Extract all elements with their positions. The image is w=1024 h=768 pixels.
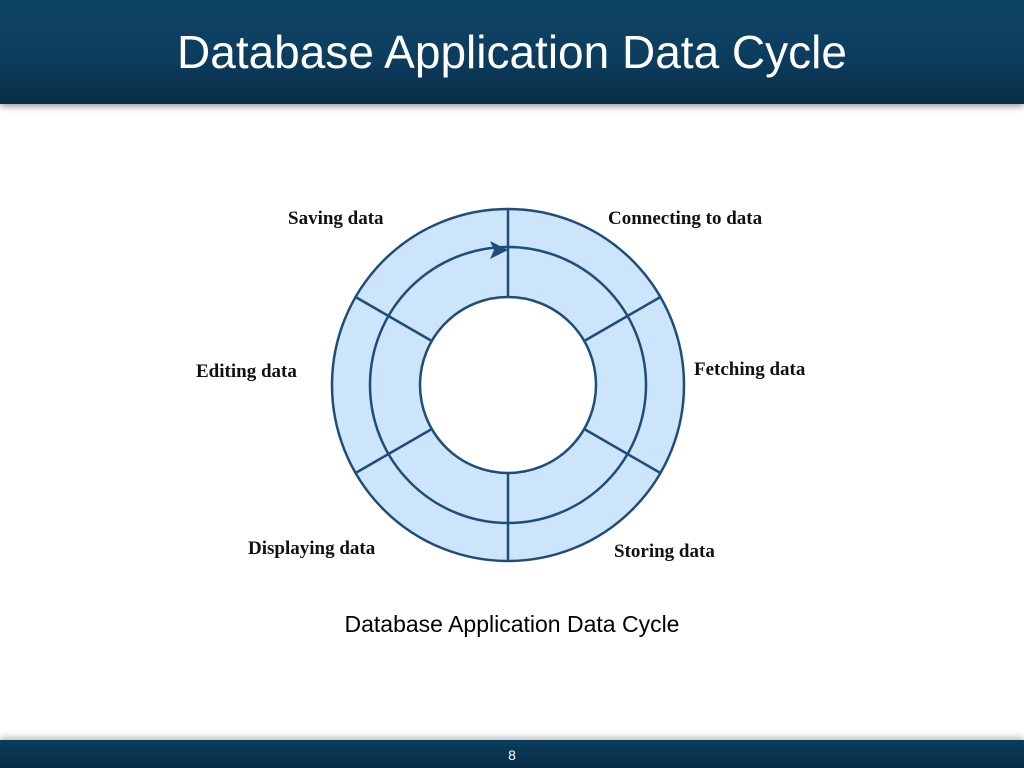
footer-bar: 8	[0, 740, 1024, 768]
data-cycle-diagram: Connecting to data Fetching data Storing…	[196, 207, 806, 563]
center-hole	[418, 295, 598, 475]
inner-divider	[387, 314, 433, 343]
cycle-direction-arrow-icon	[490, 241, 508, 259]
page-number: 8	[508, 747, 516, 763]
inner-divider	[583, 427, 629, 456]
outer-ring-dividers	[354, 209, 662, 561]
stage-label-storing: Storing data	[614, 541, 715, 562]
slide-title: Database Application Data Cycle	[177, 26, 847, 78]
stage-label-saving: Saving data	[288, 208, 384, 229]
outer-divider	[626, 295, 662, 318]
inner-divider	[583, 314, 629, 343]
outer-divider	[354, 295, 390, 318]
stage-label-displaying: Displaying data	[248, 538, 376, 559]
stage-label-editing: Editing data	[196, 361, 297, 382]
stage-label-connecting: Connecting to data	[608, 208, 763, 229]
title-bar: Database Application Data Cycle	[0, 0, 1024, 104]
stage-label-fetching: Fetching data	[694, 359, 806, 380]
inner-divider	[387, 427, 433, 456]
figure-caption: Database Application Data Cycle	[344, 611, 680, 637]
outer-divider	[354, 452, 390, 475]
inner-ring-dividers	[387, 247, 629, 523]
outer-divider	[626, 452, 662, 475]
